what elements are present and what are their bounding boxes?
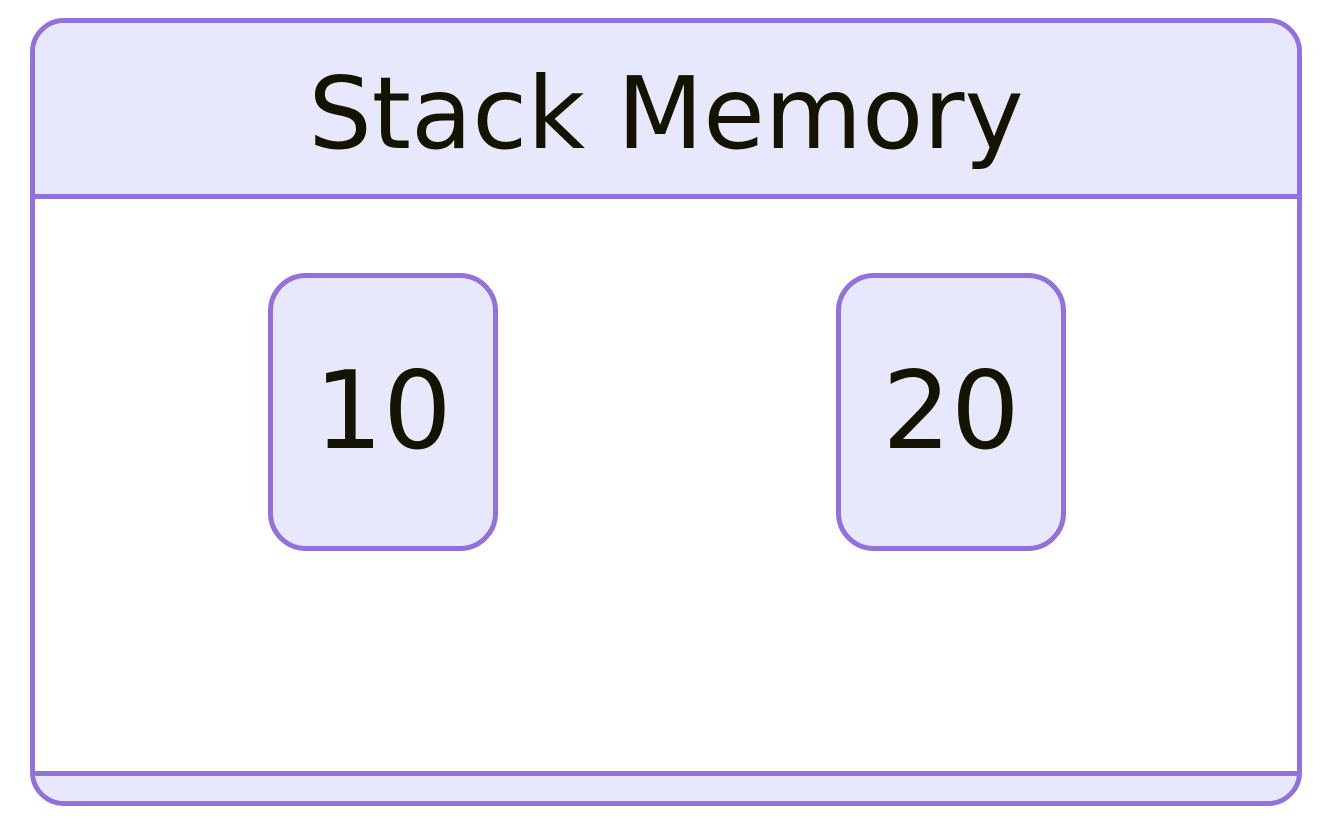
node-label: 20 <box>882 349 1020 474</box>
subgraph-title: Stack Memory <box>308 54 1024 172</box>
stack-memory-subgraph: Stack Memory <box>30 18 1302 806</box>
node-value-20[interactable]: 20 <box>836 273 1066 551</box>
subgraph-header: Stack Memory <box>35 23 1297 199</box>
node-label: 10 <box>314 349 452 474</box>
subgraph-footer <box>35 771 1297 801</box>
node-value-10[interactable]: 10 <box>268 273 498 551</box>
